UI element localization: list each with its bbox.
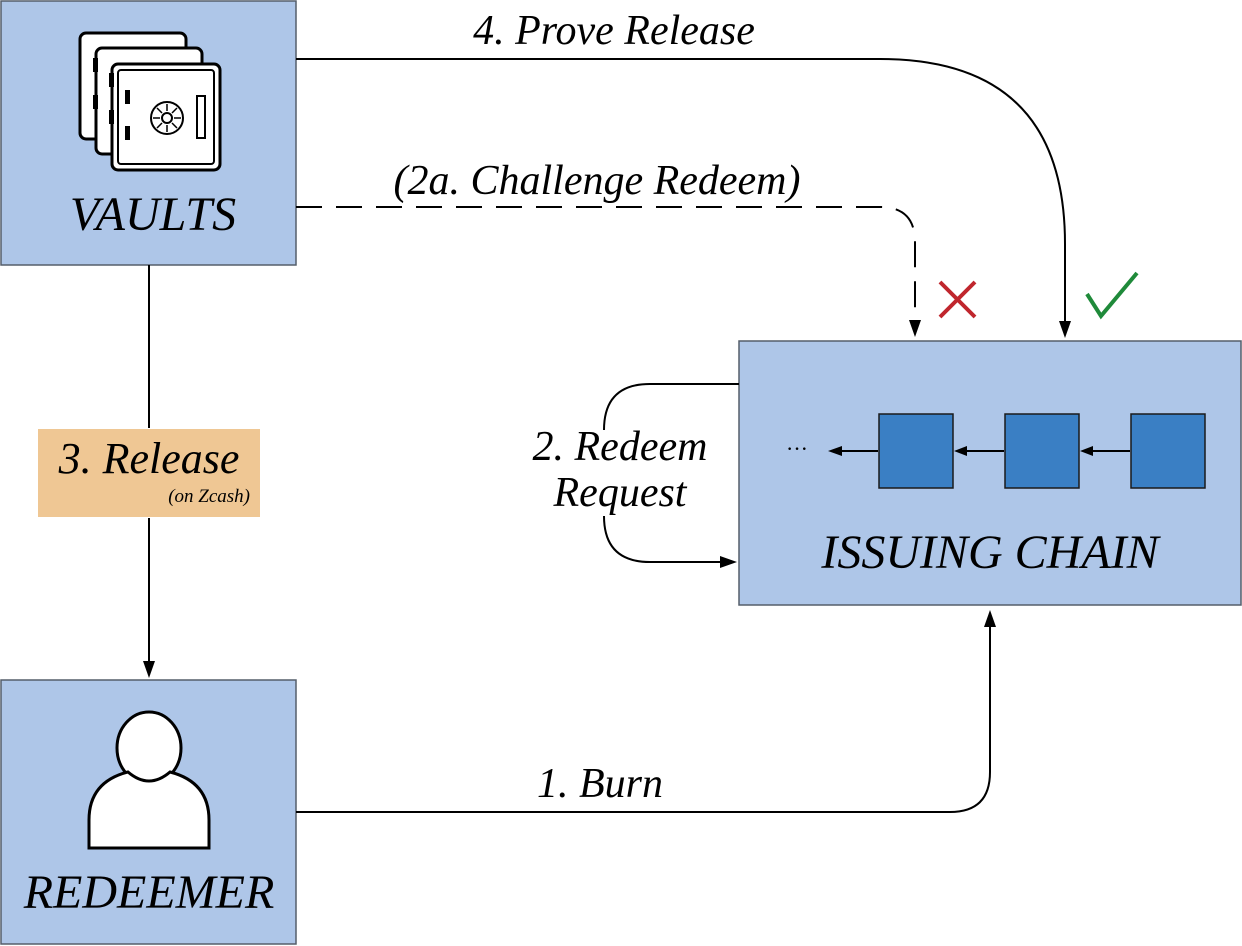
cross-icon bbox=[938, 280, 977, 319]
burn-label: 1. Burn bbox=[537, 761, 663, 807]
redeem-request-label-line1: 2. Redeem bbox=[533, 424, 708, 470]
chain-block bbox=[1004, 413, 1080, 489]
prove-release-label: 4. Prove Release bbox=[473, 8, 755, 54]
safe-stack-icon bbox=[78, 31, 222, 172]
issuing-chain-label: ISSUING CHAIN bbox=[820, 526, 1161, 579]
release-edge: 3. Release (on Zcash) bbox=[38, 265, 260, 678]
chain-ellipsis: ··· bbox=[786, 436, 808, 461]
challenge-redeem-label: (2a. Challenge Redeem) bbox=[393, 158, 800, 204]
release-label-box bbox=[38, 429, 260, 517]
release-note: (on Zcash) bbox=[168, 486, 250, 507]
person-icon bbox=[87, 710, 211, 850]
chain-block bbox=[878, 413, 954, 489]
vaults-node: VAULTS bbox=[0, 0, 297, 266]
redeemer-node: REDEEMER bbox=[0, 679, 297, 945]
prove-release-edge: 4. Prove Release bbox=[296, 8, 1139, 338]
redeem-request-label-line2: Request bbox=[553, 470, 688, 516]
redeem-request-edge: 2. Redeem Request bbox=[533, 383, 739, 568]
challenge-redeem-edge: (2a. Challenge Redeem) bbox=[296, 158, 977, 337]
check-icon bbox=[1085, 271, 1139, 320]
release-label: 3. Release bbox=[58, 434, 240, 483]
burn-edge: 1. Burn bbox=[296, 610, 996, 813]
issuing-chain-node: ··· ISSUING CHAIN bbox=[738, 340, 1242, 606]
redeemer-label: REDEEMER bbox=[23, 866, 275, 919]
vaults-label: VAULTS bbox=[70, 188, 236, 241]
chain-block bbox=[1130, 413, 1206, 489]
